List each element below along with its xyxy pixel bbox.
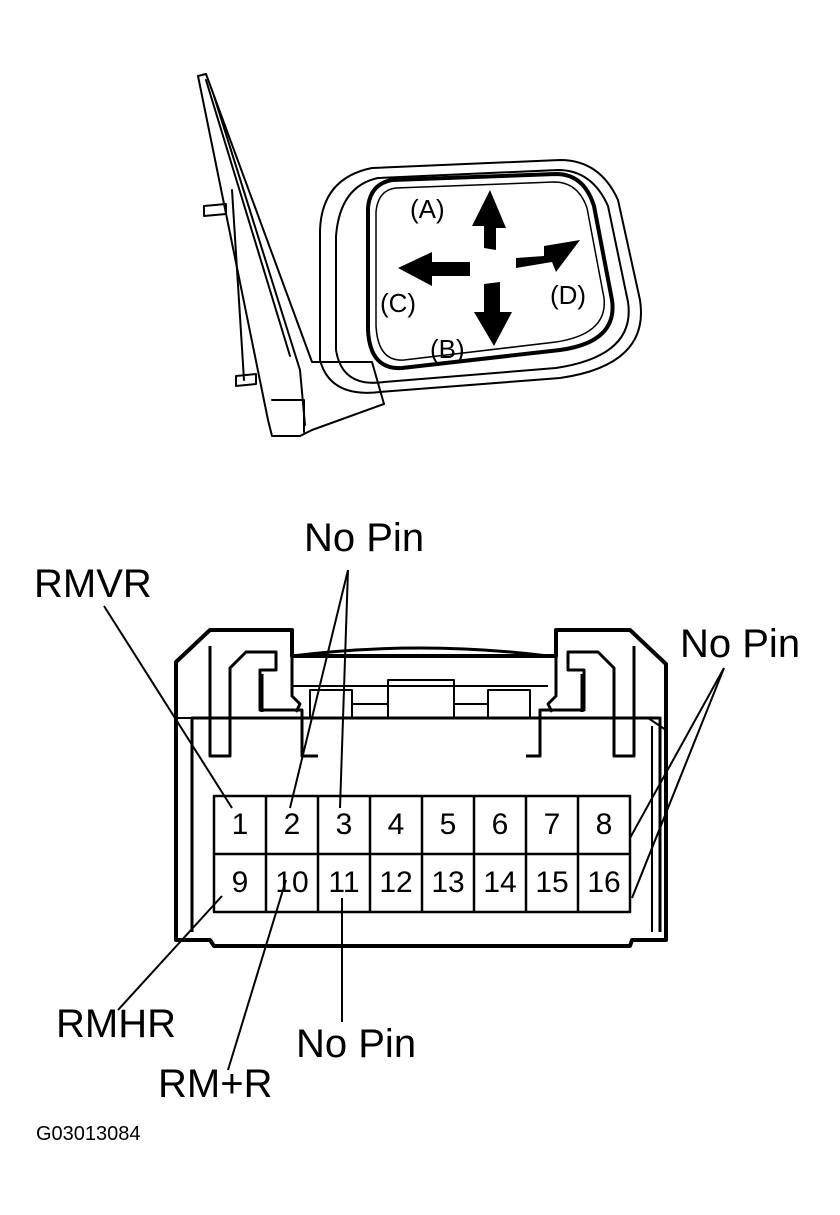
- pin-10: 10: [275, 866, 309, 899]
- callout-no-pin-bottom: No Pin: [296, 1022, 417, 1066]
- pin-13: 13: [431, 866, 465, 899]
- leader-rm-plus-r: [227, 879, 287, 1071]
- arrow-down-icon: [474, 282, 512, 346]
- pin-1: 1: [231, 808, 249, 841]
- callout-rm-plus-r: RM+R: [158, 1062, 273, 1106]
- pin-3: 3: [335, 808, 353, 841]
- pin-4: 4: [387, 808, 405, 841]
- leader-no-pin-8: [629, 667, 725, 839]
- arrow-up-icon: [472, 190, 506, 250]
- mirror-mount: [197, 73, 385, 437]
- direction-label-d: (D): [550, 280, 587, 310]
- callout-no-pin-top: No Pin: [304, 516, 425, 560]
- figure-code: G03013084: [36, 1123, 141, 1145]
- leader-no-pin-16: [631, 667, 725, 899]
- pin-14: 14: [483, 866, 517, 899]
- connector-body: [174, 628, 668, 948]
- leader-lines: [103, 569, 725, 1071]
- pin-7: 7: [543, 808, 561, 841]
- leader-rmvr: [103, 605, 233, 809]
- pin-6: 6: [491, 808, 509, 841]
- direction-label-b: (B): [430, 334, 465, 364]
- arrow-left-icon: [398, 252, 470, 286]
- direction-label-c: (C): [380, 288, 417, 318]
- pin-12: 12: [379, 866, 413, 899]
- pin-9: 9: [231, 866, 249, 899]
- direction-label-a: (A): [410, 194, 445, 224]
- pin-11: 11: [328, 866, 360, 899]
- leader-no-pin-2: [289, 569, 349, 809]
- pin-16: 16: [587, 866, 621, 899]
- pin-15: 15: [535, 866, 569, 899]
- pin-2: 2: [283, 808, 301, 841]
- callout-rmhr: RMHR: [56, 1002, 176, 1046]
- pin-8: 8: [595, 808, 613, 841]
- arrow-right-icon: [516, 240, 580, 272]
- callout-rmvr: RMVR: [34, 562, 152, 606]
- callout-no-pin-right: No Pin: [680, 622, 801, 666]
- leader-rmhr: [117, 895, 223, 1011]
- pin-5: 5: [439, 808, 457, 841]
- mirror-glass: [366, 172, 615, 371]
- leader-no-pin-3: [339, 569, 349, 809]
- mirror-housing: [319, 159, 642, 394]
- adjust-arrows: [398, 190, 580, 346]
